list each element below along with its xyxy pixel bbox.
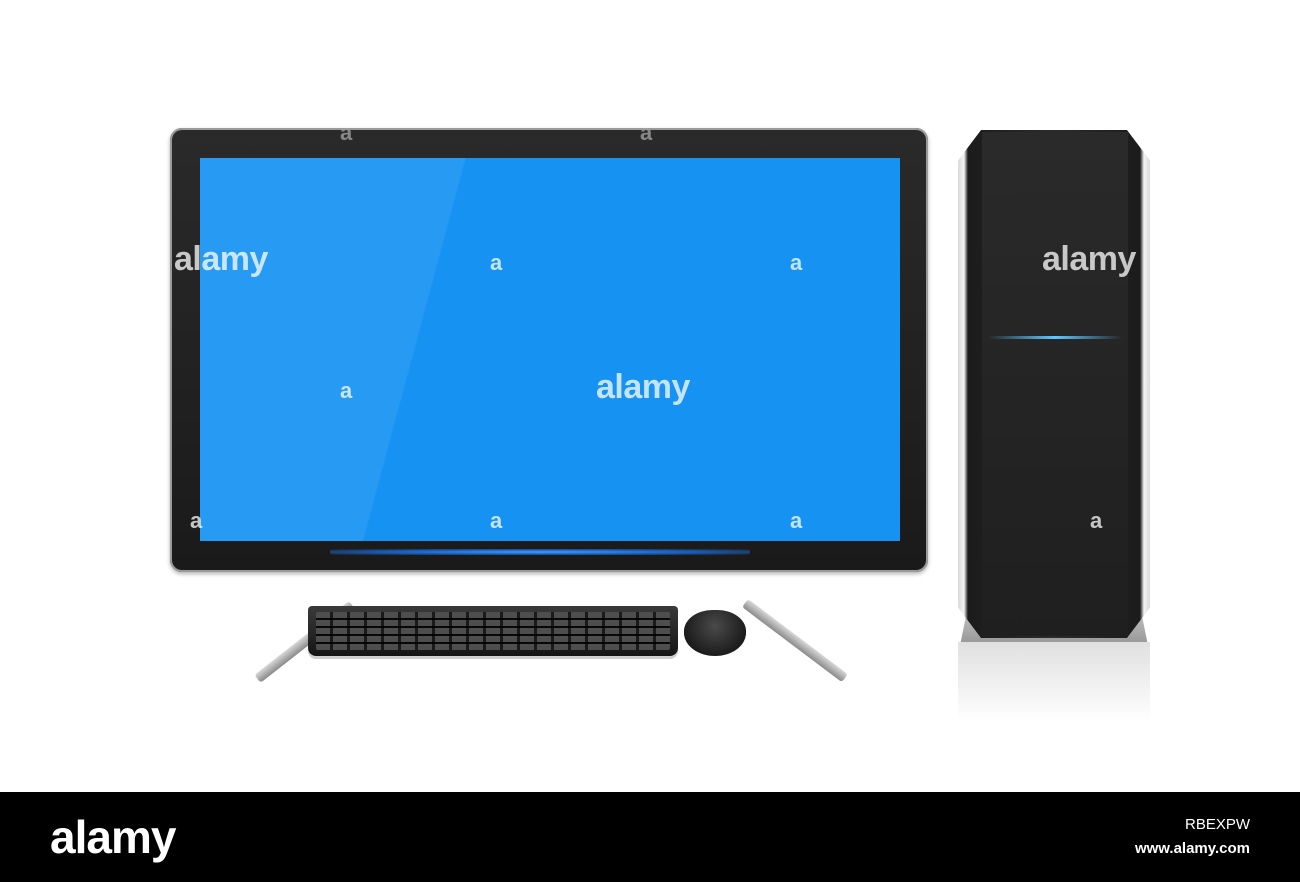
site-url: www.alamy.com — [1134, 840, 1250, 857]
keyboard — [308, 606, 678, 656]
watermark-letter: a — [1090, 508, 1102, 533]
monitor-stand-right-leg — [741, 599, 848, 683]
watermark-letter: a — [190, 508, 202, 533]
monitor-screen — [200, 158, 900, 541]
watermark-letter: a — [790, 250, 802, 275]
watermark-letter: a — [490, 250, 502, 275]
stock-footer-bar: alamy RBEXPW www.alamy.com — [0, 792, 1300, 882]
watermark-text: alamy — [174, 240, 268, 278]
keyboard-keys — [316, 612, 670, 650]
screen-reflection — [200, 158, 900, 541]
pc-tower-reflection — [958, 642, 1150, 722]
photo: alamy alamy alamy a a a a a a a a a — [170, 120, 1150, 722]
monitor — [170, 128, 928, 572]
watermark-letter: a — [490, 508, 502, 533]
watermark-letter: a — [790, 508, 802, 533]
alamy-logo: alamy — [50, 811, 176, 863]
mouse — [684, 610, 746, 656]
image-id: RBEXPW — [1184, 816, 1250, 833]
watermark-letter: a — [340, 120, 352, 145]
pc-tower-front-panel — [982, 132, 1128, 636]
watermark-text: alamy — [596, 368, 690, 406]
watermark-letter: a — [640, 120, 652, 145]
watermark-letter: a — [340, 378, 352, 403]
pc-tower-light-strip — [988, 336, 1122, 339]
watermark-text: alamy — [1042, 240, 1136, 278]
monitor-light-strip — [330, 549, 750, 555]
